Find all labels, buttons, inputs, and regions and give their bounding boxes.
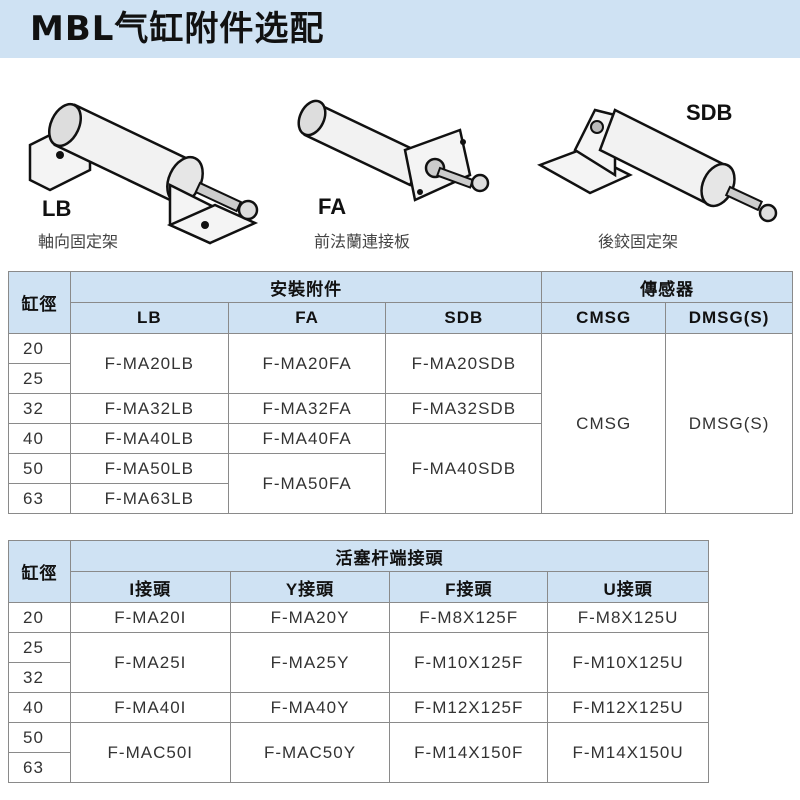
dmsg-part-cell: DMSG(S) — [665, 333, 793, 514]
sdb-part-cell: F-MA20SDB — [385, 333, 543, 394]
y-joint-cell: F-MA20Y — [229, 602, 391, 633]
bore-cell: 50 — [8, 722, 71, 753]
f-joint-cell: F-M14X150F — [389, 722, 549, 783]
bore-cell: 50 — [8, 453, 71, 484]
f-joint-cell: F-M12X125F — [389, 692, 549, 723]
lb-part-cell: F-MA40LB — [69, 423, 229, 454]
fa-part-cell: F-MA20FA — [227, 333, 387, 394]
fa-part-cell: F-MA32FA — [227, 393, 387, 424]
fa-cylinder-illustration — [297, 99, 490, 202]
sdb-part-cell: F-MA32SDB — [385, 393, 543, 424]
f-joint-cell: F-M10X125F — [389, 632, 549, 693]
sdb-part-cell: F-MA40SDB — [385, 423, 543, 514]
bore-cell: 40 — [8, 692, 71, 723]
cmsg-part-cell: CMSG — [541, 333, 667, 514]
mounting-accessory-table: 缸徑 安裝附件 傳感器 LB FA SDB CMSG DMSG(S) 20 F-… — [8, 271, 793, 514]
bore-header: 缸徑 — [8, 540, 71, 603]
bore-cell: 40 — [8, 423, 71, 454]
product-code-sdb: SDB — [686, 100, 733, 125]
bore-cell: 20 — [8, 602, 71, 633]
sdb-cylinder-illustration — [537, 108, 778, 223]
mounting-group-header: 安裝附件 — [69, 271, 543, 303]
i-joint-cell: F-MA20I — [69, 602, 231, 633]
header-bar: MBL气缸附件选配 — [0, 0, 800, 58]
f-joint-cell: F-M8X125F — [389, 602, 549, 633]
rod-end-group-header: 活塞杆端接頭 — [69, 540, 710, 572]
u-joint-cell: F-M14X150U — [547, 722, 709, 783]
y-joint-cell: F-MAC50Y — [229, 722, 391, 783]
page-title: MBL气缸附件选配 — [30, 9, 325, 49]
col-header-y-joint: Y接頭 — [229, 571, 391, 603]
bore-cell: 63 — [8, 752, 71, 783]
lb-part-cell: F-MA50LB — [69, 453, 229, 484]
bore-cell: 32 — [8, 393, 71, 424]
bore-cell: 20 — [8, 333, 71, 364]
product-name-lb: 軸向固定架 — [38, 232, 119, 251]
sensor-group-header: 傳感器 — [541, 271, 793, 303]
y-joint-cell: F-MA25Y — [229, 632, 391, 693]
bore-cell: 25 — [8, 632, 71, 663]
col-header-fa: FA — [227, 302, 387, 334]
col-header-lb: LB — [69, 302, 229, 334]
product-name-fa: 前法蘭連接板 — [314, 232, 411, 251]
u-joint-cell: F-M10X125U — [547, 632, 709, 693]
col-header-dmsg: DMSG(S) — [665, 302, 793, 334]
lb-part-cell: F-MA63LB — [69, 483, 229, 514]
bore-cell: 63 — [8, 483, 71, 514]
product-name-sdb: 後鉸固定架 — [598, 232, 679, 251]
y-joint-cell: F-MA40Y — [229, 692, 391, 723]
u-joint-cell: F-M8X125U — [547, 602, 709, 633]
col-header-cmsg: CMSG — [541, 302, 667, 334]
bore-cell: 25 — [8, 363, 71, 394]
col-header-f-joint: F接頭 — [389, 571, 549, 603]
col-header-i-joint: I接頭 — [69, 571, 231, 603]
product-code-lb: LB — [42, 196, 72, 221]
fa-part-cell: F-MA50FA — [227, 453, 387, 514]
lb-part-cell: F-MA32LB — [69, 393, 229, 424]
lb-part-cell: F-MA20LB — [69, 333, 229, 394]
product-code-fa: FA — [318, 194, 347, 219]
rod-end-joint-table: 缸徑 活塞杆端接頭 I接頭 Y接頭 F接頭 U接頭 20 F-MA20I F-M… — [8, 540, 710, 783]
bore-cell: 32 — [8, 662, 71, 693]
lb-cylinder-illustration — [28, 102, 259, 245]
i-joint-cell: F-MA25I — [69, 632, 231, 693]
col-header-sdb: SDB — [385, 302, 543, 334]
bore-header: 缸徑 — [8, 271, 71, 334]
i-joint-cell: F-MA40I — [69, 692, 231, 723]
fa-part-cell: F-MA40FA — [227, 423, 387, 454]
col-header-u-joint: U接頭 — [547, 571, 709, 603]
i-joint-cell: F-MAC50I — [69, 722, 231, 783]
u-joint-cell: F-M12X125U — [547, 692, 709, 723]
